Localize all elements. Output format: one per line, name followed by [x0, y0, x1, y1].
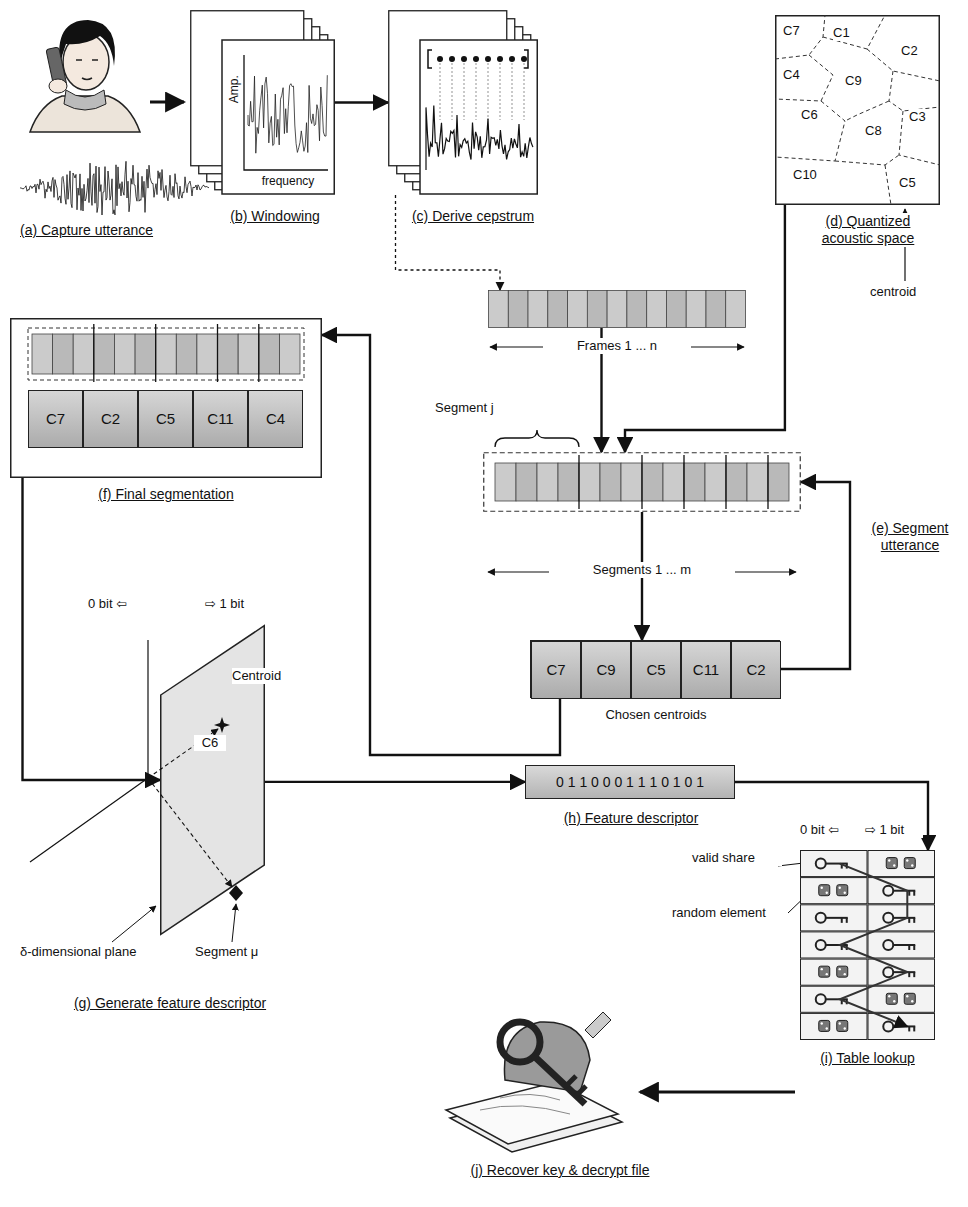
node-text: C7 — [532, 661, 580, 679]
flow-arrow — [625, 205, 785, 452]
panel-caption: (g) Generate feature descriptor — [40, 995, 300, 1012]
node-text: C6 — [194, 735, 226, 751]
centroid-box: C2 — [731, 641, 781, 699]
row-node: Chosen centroidsC7C9C5C11C2 — [530, 640, 780, 698]
annotation-label: centroid — [870, 284, 940, 300]
table-node: (i) Table lookup — [800, 850, 935, 1040]
node-text: C5 — [632, 661, 680, 679]
node-text: C11 — [194, 410, 247, 428]
cells-shape — [488, 290, 746, 328]
flow-arrow — [265, 781, 525, 783]
node-text: C4 — [249, 410, 302, 428]
node-text: Frames 1 ... n — [548, 338, 686, 354]
panelF-node: (f) Final segmentationC7C2C5C11C4 — [10, 318, 322, 478]
node-text: Segments 1 ... m — [553, 562, 731, 578]
node-text: frequency — [250, 174, 326, 188]
node-text: Segment j — [435, 400, 527, 416]
node-text: C8 — [865, 123, 895, 139]
annotation-label: valid share — [692, 850, 782, 866]
node-text: C10 — [793, 167, 827, 183]
stackB-shape — [190, 10, 335, 195]
flow-arrow — [735, 782, 928, 850]
centroid-box: C2 — [83, 390, 138, 448]
seg-node: Segment jSegments 1 ... m — [483, 452, 801, 512]
key-and-file-icon — [446, 1012, 622, 1152]
annotation-label: ⇨ 1 bit — [865, 822, 923, 838]
panel-caption: (f) Final segmentation — [50, 486, 282, 503]
centroid-box: C11 — [193, 390, 248, 448]
panel-caption: (d) Quantized acoustic space — [803, 213, 933, 247]
stackC-node: (c) Derive cepstrum — [388, 10, 538, 195]
panel-caption: (a) Capture utterance — [20, 222, 190, 239]
seg-shape — [483, 452, 801, 512]
table-shape — [800, 850, 935, 1040]
annotation-label: ⇨ 1 bit — [205, 596, 265, 612]
node-text: Chosen centroids — [571, 707, 741, 723]
speaker-figure — [30, 20, 140, 132]
annotation-label: 0 bit ⇦ — [88, 596, 148, 612]
flow-arrow — [23, 478, 161, 780]
node-text: 0 1 1 0 0 0 1 1 1 0 1 0 1 — [526, 774, 734, 791]
node-text: C2 — [84, 410, 137, 428]
node-text: C7 — [783, 23, 813, 39]
stackC-shape — [388, 10, 538, 195]
stackB-node: Amp.frequency(b) Windowing — [190, 10, 335, 195]
node-text: C9 — [845, 73, 875, 89]
annotation-label: random element — [672, 905, 782, 921]
centroid-box: C5 — [138, 390, 193, 448]
node-text: C9 — [582, 661, 630, 679]
centroid-box: C7 — [531, 641, 581, 699]
centroid-box: C9 — [581, 641, 631, 699]
node-text: C6 — [801, 107, 831, 123]
panel-caption: (j) Recover key & decrypt file — [430, 1162, 690, 1179]
flow-arrow — [335, 101, 388, 103]
annotation-label: δ-dimensional plane — [20, 944, 160, 960]
node-text: C2 — [732, 661, 780, 679]
node-text: C5 — [139, 410, 192, 428]
panel-caption: (b) Windowing — [210, 208, 340, 225]
panel-caption: (c) Derive cepstrum — [398, 208, 548, 225]
annotation-label: Centroid — [232, 668, 302, 684]
node-text: C7 — [29, 410, 82, 428]
centroid-box: C11 — [681, 641, 731, 699]
annotation-label: 0 bit ⇦ — [800, 822, 860, 838]
centroid-box: C7 — [28, 390, 83, 448]
node-text: C5 — [899, 175, 929, 191]
cells-node: Frames 1 ... n — [488, 290, 746, 328]
node-text: C4 — [783, 67, 813, 83]
centroid-box: C5 — [631, 641, 681, 699]
node-text: C2 — [901, 43, 931, 59]
node-text: C11 — [682, 661, 730, 679]
node-text: C1 — [833, 25, 863, 41]
annotation-label: Segment μ — [195, 944, 285, 960]
panel-caption: (h) Feature descriptor — [526, 810, 736, 827]
centroid-box: C4 — [248, 390, 303, 448]
bits-node: 0 1 1 0 0 0 1 1 1 0 1 0 1(h) Feature des… — [525, 765, 735, 799]
node-text: Amp. — [227, 67, 241, 111]
waveform — [20, 161, 209, 215]
flow-arrow — [322, 335, 560, 755]
node-text: C3 — [909, 109, 937, 125]
panel-caption: (e) Segment utterance — [858, 520, 962, 554]
panel-caption: (i) Table lookup — [790, 1050, 945, 1067]
qs-node: C7C1C2C4C9C6C8C3C10C5(d) Quantized acous… — [775, 15, 940, 205]
